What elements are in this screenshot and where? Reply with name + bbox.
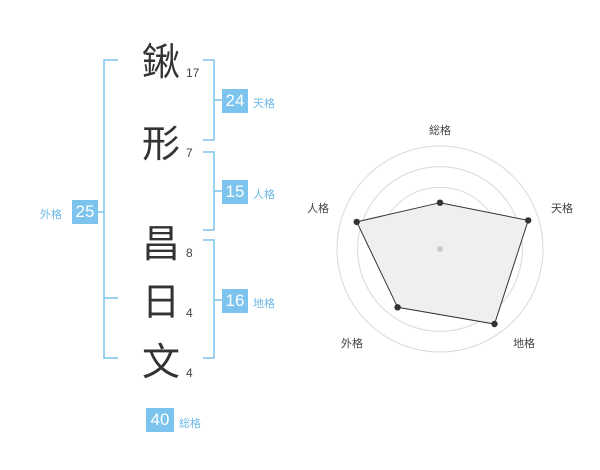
jin-bracket: [203, 151, 215, 231]
gai-value: 25: [72, 200, 98, 224]
axis-label-so: 総格: [429, 123, 451, 137]
ten-value: 24: [222, 89, 248, 113]
stroke-count-2: 7: [186, 146, 193, 160]
chi-label: 地格: [253, 297, 275, 310]
ten-label: 天格: [253, 97, 275, 110]
radar-point: [491, 320, 498, 328]
stroke-count-1: 17: [186, 66, 200, 80]
radar-polygon: [355, 202, 529, 325]
name-char-2: 形: [141, 122, 180, 166]
radar-point: [436, 199, 444, 206]
radar-point: [353, 218, 360, 226]
so-value: 40: [146, 408, 174, 432]
chi-bracket: [203, 239, 215, 359]
axis-label-jin: 人格: [307, 201, 329, 215]
radar-ring: [357, 166, 523, 332]
chi-value: 16: [222, 289, 248, 313]
jin-label: 人格: [253, 188, 275, 201]
stroke-count-4: 4: [186, 306, 193, 320]
radar-point: [525, 217, 532, 224]
brackets: [90, 59, 222, 359]
gai-label: 外格: [40, 208, 62, 221]
axis-label-ten: 天格: [551, 201, 573, 215]
name-char-5: 文: [141, 340, 180, 384]
name-char-3: 昌: [141, 222, 180, 266]
ten-bracket: [203, 59, 215, 141]
gai-bracket: [103, 59, 118, 359]
radar-chart: 総格 天格 地格 外格 人格: [307, 123, 573, 353]
jin-value: 15: [222, 180, 248, 204]
axis-label-gai: 外格: [341, 336, 363, 350]
so-label: 総格: [179, 417, 201, 430]
radar-points: [353, 199, 532, 328]
stroke-count-3: 8: [186, 246, 193, 260]
stroke-count-5: 4: [186, 366, 193, 380]
radar-center: [437, 246, 443, 252]
radar-point: [394, 304, 401, 311]
name-strokes-panel: 鍬 17 形 7 昌 8 日 4 文 4 24 天格 15 人格 16 地格 外…: [40, 40, 275, 432]
name-char-1: 鍬: [141, 40, 180, 84]
axis-label-chi: 地格: [513, 336, 535, 350]
name-char-4: 日: [141, 280, 180, 324]
radar-ring: [336, 145, 544, 353]
